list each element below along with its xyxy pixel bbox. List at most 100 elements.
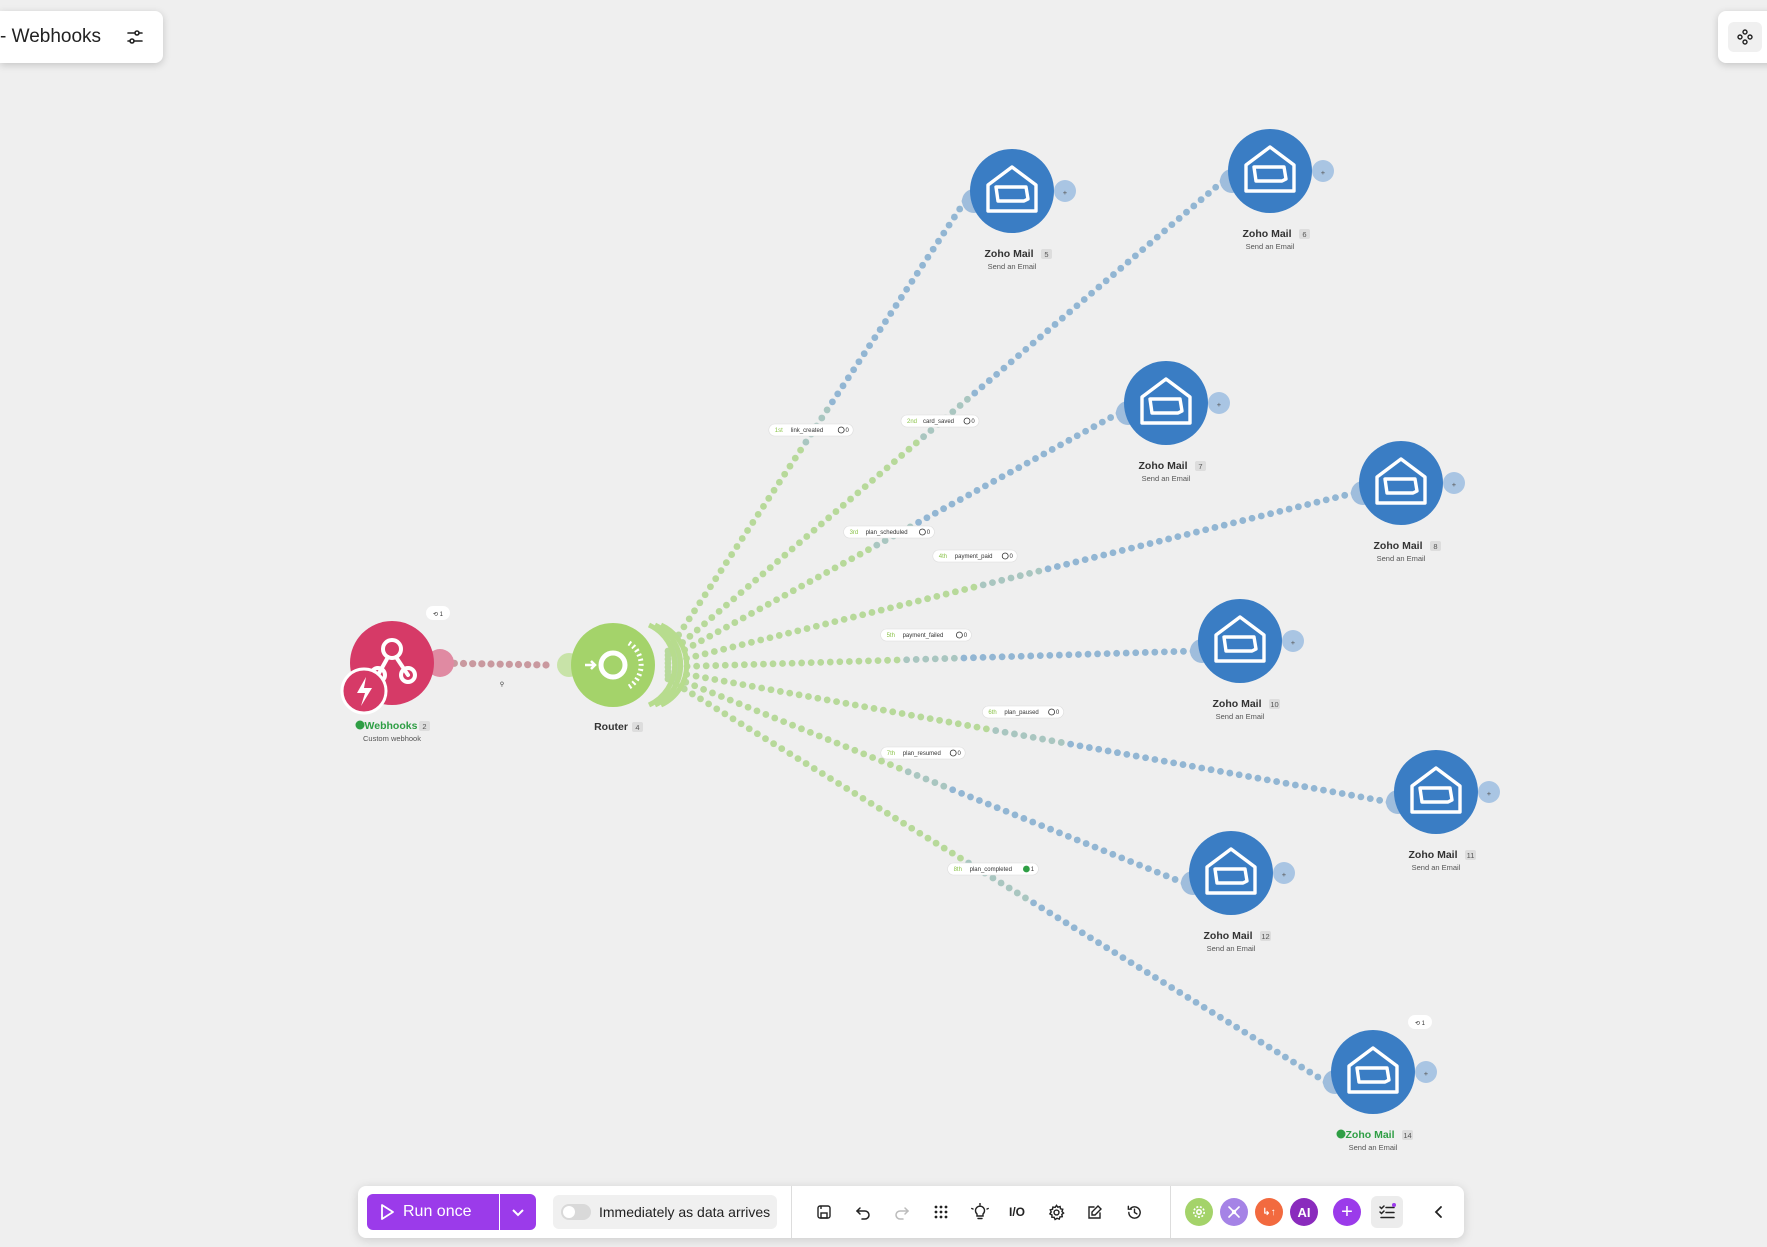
connector-dot <box>717 693 725 700</box>
route-name: plan_paused <box>1004 710 1038 716</box>
bundle-count-icon <box>963 417 971 425</box>
add-module-handle[interactable] <box>1478 781 1500 803</box>
collapse-panel-icon[interactable] <box>1426 1199 1452 1225</box>
explain-flow-icon[interactable] <box>967 1199 993 1225</box>
zoho-mail-circle[interactable] <box>1394 750 1478 834</box>
router-handle[interactable] <box>647 622 678 708</box>
connector-dot <box>794 755 802 763</box>
redo-icon[interactable] <box>889 1199 915 1225</box>
auto-align-icon[interactable] <box>928 1199 954 1225</box>
connector-dot <box>1179 761 1187 768</box>
connector-dot <box>707 583 714 591</box>
zoho-mail-circle[interactable] <box>1359 441 1443 525</box>
zoho-mail-circle[interactable] <box>970 149 1054 233</box>
connector-dot <box>1027 652 1035 660</box>
flow-control-tools-icon[interactable] <box>1220 1198 1248 1226</box>
connector-dot <box>951 588 959 596</box>
mail-icon <box>1244 145 1296 193</box>
add-module-icon[interactable]: + <box>1333 1198 1361 1226</box>
scenario-settings-icon[interactable] <box>123 25 147 49</box>
text-parser-icon[interactable]: ↳↑ <box>1255 1198 1283 1226</box>
connector-dot <box>775 632 783 639</box>
zoho-mail-circle[interactable] <box>1189 831 1273 915</box>
add-module-handle[interactable] <box>1273 862 1295 884</box>
plus-icon: + <box>1452 480 1457 489</box>
connector-dot <box>956 402 964 409</box>
checklist-icon[interactable] <box>1371 1196 1403 1228</box>
connector-dot <box>922 655 930 663</box>
run-once-label: Run once <box>403 1203 472 1220</box>
add-module-handle[interactable] <box>1054 180 1076 202</box>
scenario-title-card: - Webhooks <box>0 11 163 63</box>
notes-icon[interactable] <box>1082 1199 1108 1225</box>
zoho-mail-circle[interactable] <box>1331 1030 1415 1114</box>
connector-dot <box>1273 1048 1281 1056</box>
zoho-mail-circle[interactable] <box>1228 129 1312 213</box>
route-order: 3rd <box>850 530 859 536</box>
connector-dot <box>810 765 818 772</box>
add-module-handle[interactable] <box>1282 630 1304 652</box>
connector-dot <box>1217 767 1224 775</box>
connector-dot <box>731 619 739 626</box>
run-once-button[interactable]: Run once <box>367 1194 499 1230</box>
plus-icon: + <box>1282 870 1287 879</box>
module-id: 11 <box>1467 851 1475 860</box>
flow-control-icon[interactable] <box>1728 22 1762 52</box>
connector-dot <box>898 452 906 459</box>
connector-dot <box>845 658 853 665</box>
add-module-handle[interactable] <box>1443 472 1465 494</box>
connector-dot <box>723 623 730 631</box>
add-module-handle[interactable] <box>1415 1061 1437 1083</box>
connector-dot <box>1044 327 1052 335</box>
connector-dot <box>1153 868 1161 876</box>
zoho-mail-circle[interactable] <box>1198 599 1282 683</box>
router-handle[interactable] <box>659 622 690 708</box>
connector-dot <box>1047 825 1054 833</box>
module-id: 10 <box>1270 700 1278 709</box>
router-circle[interactable] <box>571 623 655 707</box>
connector-dot <box>797 446 804 454</box>
io-icon[interactable]: I/O <box>1008 1205 1025 1219</box>
save-icon[interactable] <box>811 1199 837 1225</box>
connector-dot <box>940 229 948 237</box>
schedule-toggle[interactable]: Immediately as data arrives <box>553 1195 777 1229</box>
run-options-button[interactable] <box>500 1194 536 1230</box>
connector-dot <box>692 672 700 680</box>
zoho-mail-circle[interactable] <box>1124 361 1208 445</box>
ai-tools-icon[interactable]: AI <box>1290 1198 1318 1226</box>
schedule-switch[interactable] <box>561 1204 591 1220</box>
add-module-handle[interactable] <box>1208 392 1230 414</box>
connector-dot <box>822 620 829 628</box>
history-icon[interactable] <box>1121 1199 1147 1225</box>
connector-dot <box>842 699 850 707</box>
scenario-title[interactable]: - Webhooks <box>0 26 102 47</box>
connector-dot <box>1170 759 1178 767</box>
undo-icon[interactable] <box>850 1199 876 1225</box>
add-module-handle[interactable] <box>1312 160 1334 182</box>
tools-icon[interactable] <box>1185 1198 1213 1226</box>
settings-icon[interactable] <box>1043 1199 1069 1225</box>
connector-dot <box>778 745 786 753</box>
connector-dot <box>1294 503 1302 511</box>
router-handle[interactable] <box>653 622 684 708</box>
